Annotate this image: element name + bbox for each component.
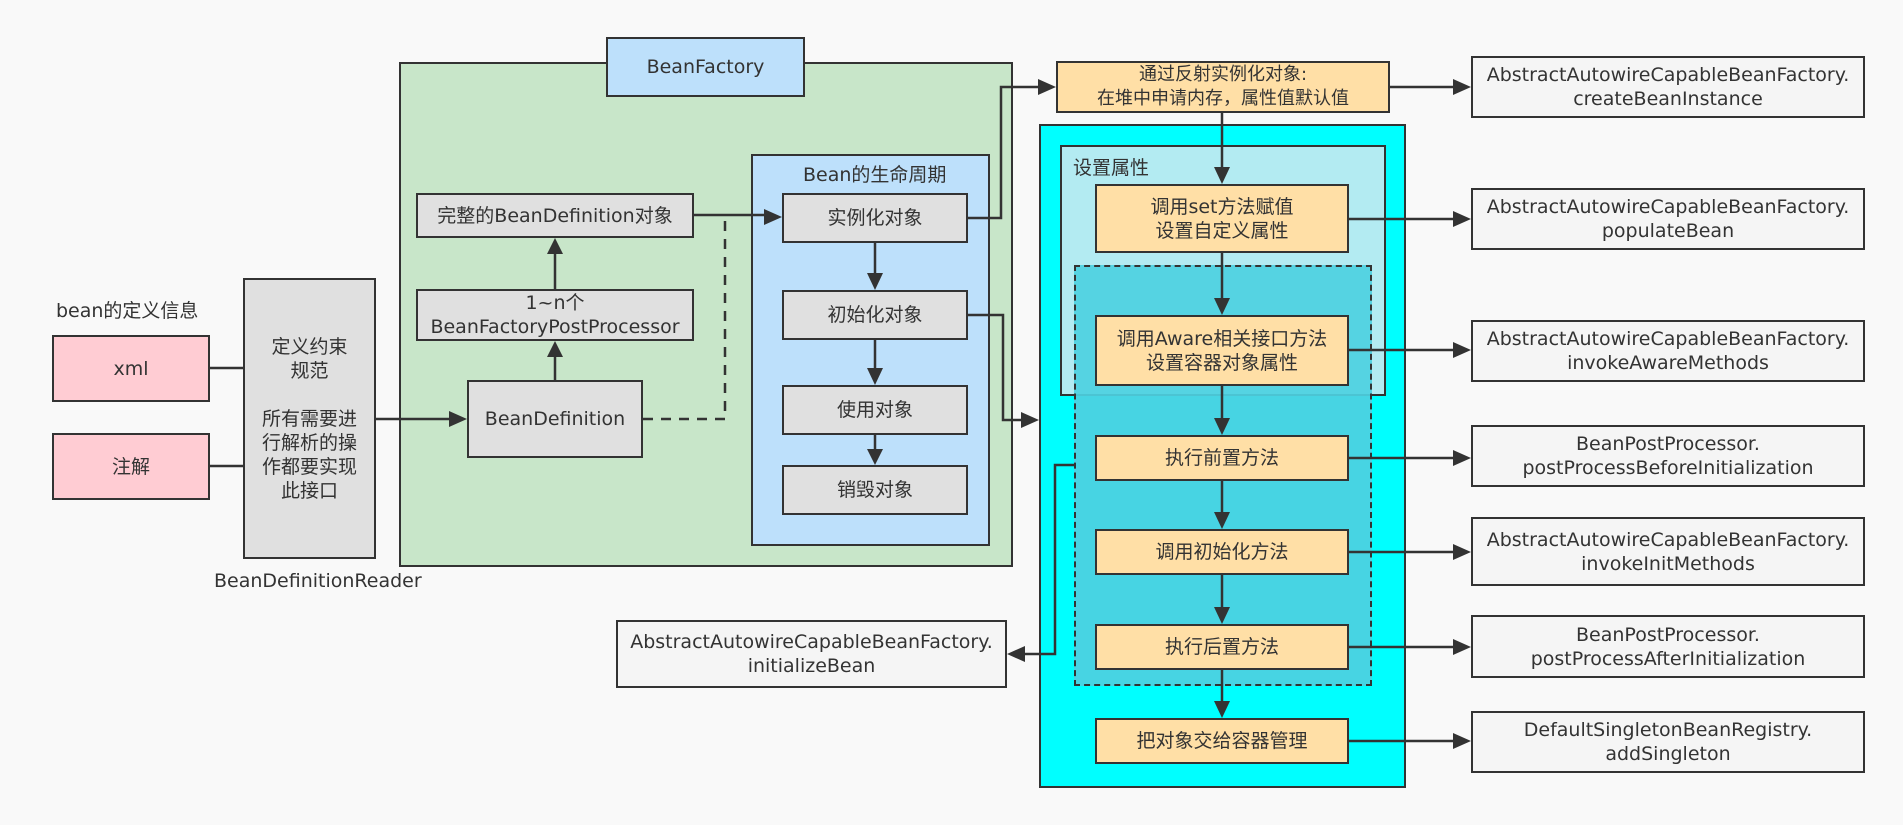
arrowhead [449,411,467,427]
bean-definition-reader-box: 定义约束 规范 所有需要进 行解析的操 作都要实现 此接口 [243,278,376,559]
invoke-aware-method: AbstractAutowireCapableBeanFactory. invo… [1471,320,1865,382]
set-properties-title: 设置属性 [1073,157,1150,179]
add-singleton-method: DefaultSingletonBeanRegistry. addSinglet… [1471,711,1865,773]
register-box: 把对象交给容器管理 [1095,718,1349,764]
set-method-box: 调用set方法赋值 设置自定义属性 [1095,184,1349,253]
annotation-source-box: 注解 [52,433,210,500]
init-method-box: 调用初始化方法 [1095,529,1349,575]
initialize-bean-method: AbstractAutowireCapableBeanFactory. init… [616,620,1007,688]
invoke-init-method: AbstractAutowireCapableBeanFactory. invo… [1471,517,1865,586]
reflect-instantiate-box: 通过反射实例化对象: 在堆中申请内存，属性值默认值 [1056,61,1390,113]
post-processor-box: 1~n个 BeanFactoryPostProcessor [416,289,694,341]
bean-definition-info-label: bean的定义信息 [56,300,199,322]
populate-bean-method: AbstractAutowireCapableBeanFactory. popu… [1471,188,1865,250]
initialize-to-cyan-arrow [968,313,1028,422]
instantiate-to-reflect-arrow [968,85,1045,220]
after-initialization-method: BeanPostProcessor. postProcessAfterIniti… [1471,615,1865,678]
use-box: 使用对象 [782,385,968,435]
lifecycle-title: Bean的生命周期 [803,164,947,186]
definition-dashed-link [643,218,727,421]
after-init-box: 执行后置方法 [1095,624,1349,670]
instantiate-box: 实例化对象 [782,193,968,243]
create-bean-instance-method: AbstractAutowireCapableBeanFactory. crea… [1471,56,1865,118]
complete-definition-box: 完整的BeanDefinition对象 [416,193,694,238]
destroy-box: 销毁对象 [782,465,968,515]
reader-caption: BeanDefinitionReader [214,570,422,592]
xml-source-box: xml [52,335,210,402]
bean-definition-box: BeanDefinition [467,380,643,458]
initialize-box: 初始化对象 [782,290,968,340]
init-region-to-initialize-bean-arrow [1018,463,1074,656]
before-initialization-method: BeanPostProcessor. postProcessBeforeInit… [1471,425,1865,487]
before-init-box: 执行前置方法 [1095,435,1349,481]
aware-box: 调用Aware相关接口方法 设置容器对象属性 [1095,315,1349,386]
bean-factory-title: BeanFactory [606,37,805,97]
